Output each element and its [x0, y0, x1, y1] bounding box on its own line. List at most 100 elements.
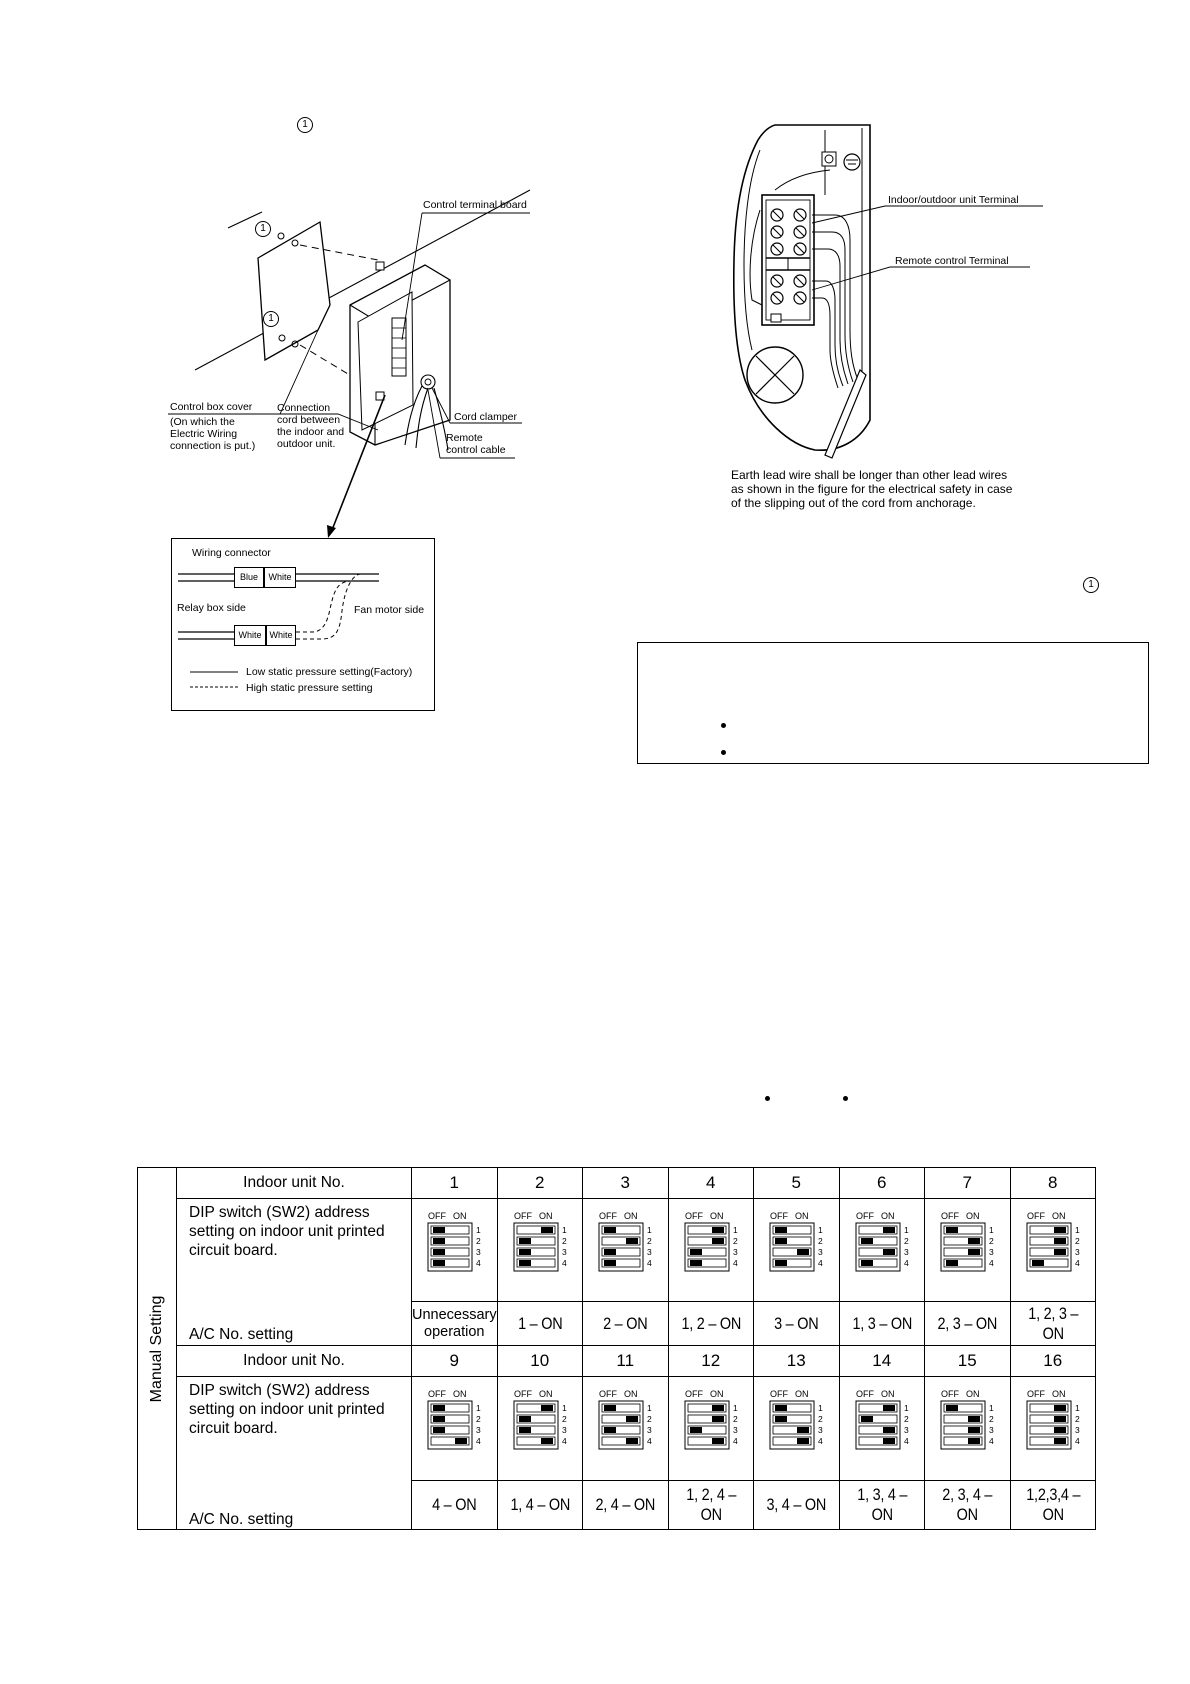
dip-pin-number: 3: [989, 1425, 994, 1435]
dip-slot: [1029, 1436, 1068, 1446]
dip-on-label: ON: [539, 1211, 553, 1221]
dip-pin-number: 4: [818, 1258, 823, 1268]
callout-marker-top: 1: [297, 117, 313, 133]
dip-off-label: OFF: [1027, 1389, 1045, 1399]
dip-pin-number: 4: [989, 1258, 994, 1268]
unit-no: 2: [496, 1167, 583, 1199]
setting-value: 1, 2, 3 – ON: [1009, 1301, 1096, 1346]
dip-knob-off: [775, 1416, 787, 1422]
dip-slot: [772, 1247, 812, 1257]
dip-pin-number: 4: [733, 1436, 738, 1446]
dip-slot: [430, 1425, 470, 1435]
unit-no: 9: [411, 1345, 498, 1377]
dip-knob-off: [775, 1405, 787, 1411]
dip-on-label: ON: [624, 1211, 638, 1221]
callout-marker-cover-bottom: 1: [263, 311, 279, 327]
dip-knob-on: [711, 1416, 724, 1422]
dip-slot: [943, 1425, 983, 1435]
dip-slot: [516, 1414, 555, 1424]
unit-no: 11: [582, 1345, 669, 1377]
dip-knob-on: [968, 1438, 980, 1444]
dip-slot: [943, 1403, 983, 1413]
dip-pin-number: 2: [733, 1414, 738, 1424]
dip-slot: [601, 1403, 641, 1413]
dip-pin-number: 2: [904, 1236, 909, 1246]
dip-knob-off: [604, 1249, 616, 1255]
dip-slot: [601, 1425, 641, 1435]
dip-slot: [430, 1225, 470, 1235]
dip-slot: [601, 1225, 641, 1235]
dip-knob-on: [1053, 1416, 1066, 1422]
dip-label-line-1: DIP switch (SW2) address: [189, 1204, 370, 1221]
dip-knob-off: [604, 1405, 616, 1411]
dip-slot: [516, 1247, 555, 1257]
dip-label-line-2: setting on indoor unit printed: [189, 1401, 385, 1418]
dip-pin-number: 3: [1075, 1247, 1080, 1257]
dip-knob-on: [540, 1438, 553, 1444]
bullet-4: [843, 1096, 848, 1101]
dip-label-line-3: circuit board.: [189, 1242, 278, 1259]
dip-knob-on: [711, 1405, 724, 1411]
dip-knob-off: [604, 1227, 616, 1233]
setting-value-text: 1, 3, 4 – ON: [856, 1485, 907, 1525]
dip-off-label: OFF: [685, 1389, 703, 1399]
dip-on-label: ON: [966, 1389, 980, 1399]
dip-pin-number: 1: [1075, 1403, 1080, 1413]
dip-knob-on: [797, 1249, 809, 1255]
setting-value-text: 3 – ON: [774, 1313, 819, 1333]
dip-slot: [772, 1414, 812, 1424]
dip-pin-number: 1: [989, 1225, 994, 1235]
dip-pin-number: 3: [562, 1425, 567, 1435]
label-remote-cable-2: control cable: [446, 444, 506, 456]
label-connection-cord-3: the indoor and: [277, 426, 345, 438]
dip-slot: [687, 1258, 726, 1268]
dip-off-label: OFF: [941, 1211, 959, 1221]
dip-pin-number: 2: [476, 1236, 481, 1246]
dip-knob-off: [518, 1427, 531, 1433]
dip-pin-number: 1: [647, 1225, 652, 1235]
dip-knob-off: [433, 1427, 445, 1433]
dip-off-label: OFF: [599, 1211, 617, 1221]
dip-knob-on: [882, 1249, 895, 1255]
dip-pin-number: 4: [733, 1258, 738, 1268]
dip-pin-number: 2: [1075, 1236, 1080, 1246]
control-box-drawing: [168, 189, 531, 538]
dip-pin-number: 1: [1075, 1225, 1080, 1235]
dip-slot: [772, 1436, 812, 1446]
dip-slot: [772, 1425, 812, 1435]
dip-slot: [430, 1247, 470, 1257]
dip-slot: [687, 1436, 726, 1446]
setting-value: 3, 4 – ON: [753, 1480, 840, 1530]
dip-slot: [601, 1236, 641, 1246]
dip-on-label: ON: [795, 1389, 809, 1399]
setting-unnecessary-line-1: Unnecessary: [412, 1306, 497, 1323]
dip-knob-on: [968, 1416, 980, 1422]
dip-slot: [1029, 1225, 1068, 1235]
wiring-connector-lines: [178, 573, 379, 688]
setting-value-text: 2, 3, 4 – ON: [942, 1485, 993, 1525]
dip-pin-number: 1: [733, 1225, 738, 1235]
dip-knob-on: [711, 1438, 724, 1444]
dip-knob-off: [860, 1416, 873, 1422]
dip-pin-number: 4: [904, 1258, 909, 1268]
dip-pin-number: 2: [989, 1236, 994, 1246]
dip-slot: [1029, 1414, 1068, 1424]
dip-slot: [516, 1258, 555, 1268]
unit-no: 16: [1009, 1345, 1096, 1377]
dip-knob-on: [1053, 1249, 1066, 1255]
setting-value-text: 1, 2, 4 – ON: [685, 1485, 736, 1525]
dip-off-label: OFF: [685, 1211, 703, 1221]
dip-pin-number: 1: [904, 1225, 909, 1235]
dip-switch-table: Manual Setting Indoor unit No. 1 2 3 4 5…: [137, 1167, 1096, 1530]
dip-on-label: ON: [710, 1211, 724, 1221]
dip-knob-on: [968, 1427, 980, 1433]
